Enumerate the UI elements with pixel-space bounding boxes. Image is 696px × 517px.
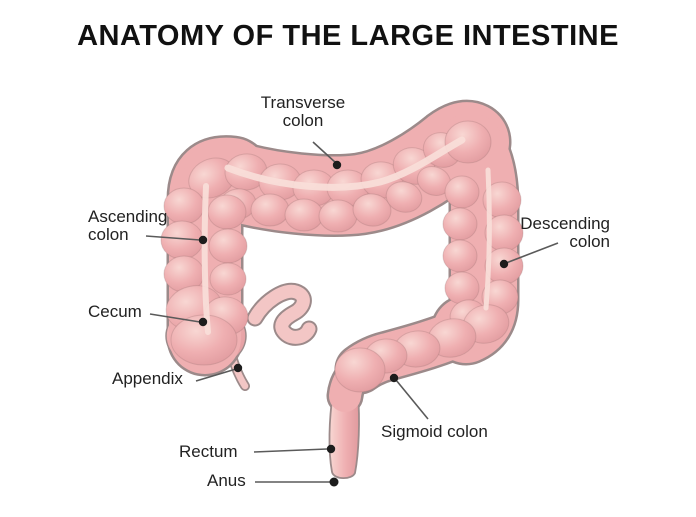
leader-sigmoid-colon (395, 379, 429, 420)
label-appendix: Appendix (112, 369, 183, 388)
label-anus: Anus (207, 471, 246, 490)
ileum-squiggle (246, 282, 318, 346)
dot-anus (329, 477, 339, 487)
page-title: ANATOMY OF THE LARGE INTESTINE (77, 20, 619, 52)
leader-transverse-colon (312, 141, 337, 164)
label-transverse-colon: Transverse colon (260, 93, 346, 131)
label-rectum: Rectum (179, 442, 238, 461)
leader-rectum (253, 448, 328, 453)
taenia-coli-highlight (201, 136, 492, 335)
dot-cecum (198, 317, 208, 327)
leader-lines (145, 141, 559, 487)
leader-ascending-colon (145, 235, 201, 241)
leader-descending-colon (505, 242, 559, 264)
dot-descending-colon (499, 259, 509, 269)
leader-appendix (195, 368, 237, 382)
leader-cecum (149, 313, 201, 323)
dot-sigmoid-colon (389, 373, 399, 383)
label-ascending-colon: Ascending colon (88, 207, 168, 245)
dot-ascending-colon (198, 235, 208, 245)
label-sigmoid-colon: Sigmoid colon (381, 422, 488, 441)
label-descending-colon: Descending colon (520, 214, 610, 252)
rectum-shape (328, 391, 360, 480)
dot-rectum (326, 444, 336, 454)
label-cecum: Cecum (88, 302, 142, 321)
dot-appendix (233, 363, 243, 373)
dot-transverse-colon (332, 160, 342, 170)
